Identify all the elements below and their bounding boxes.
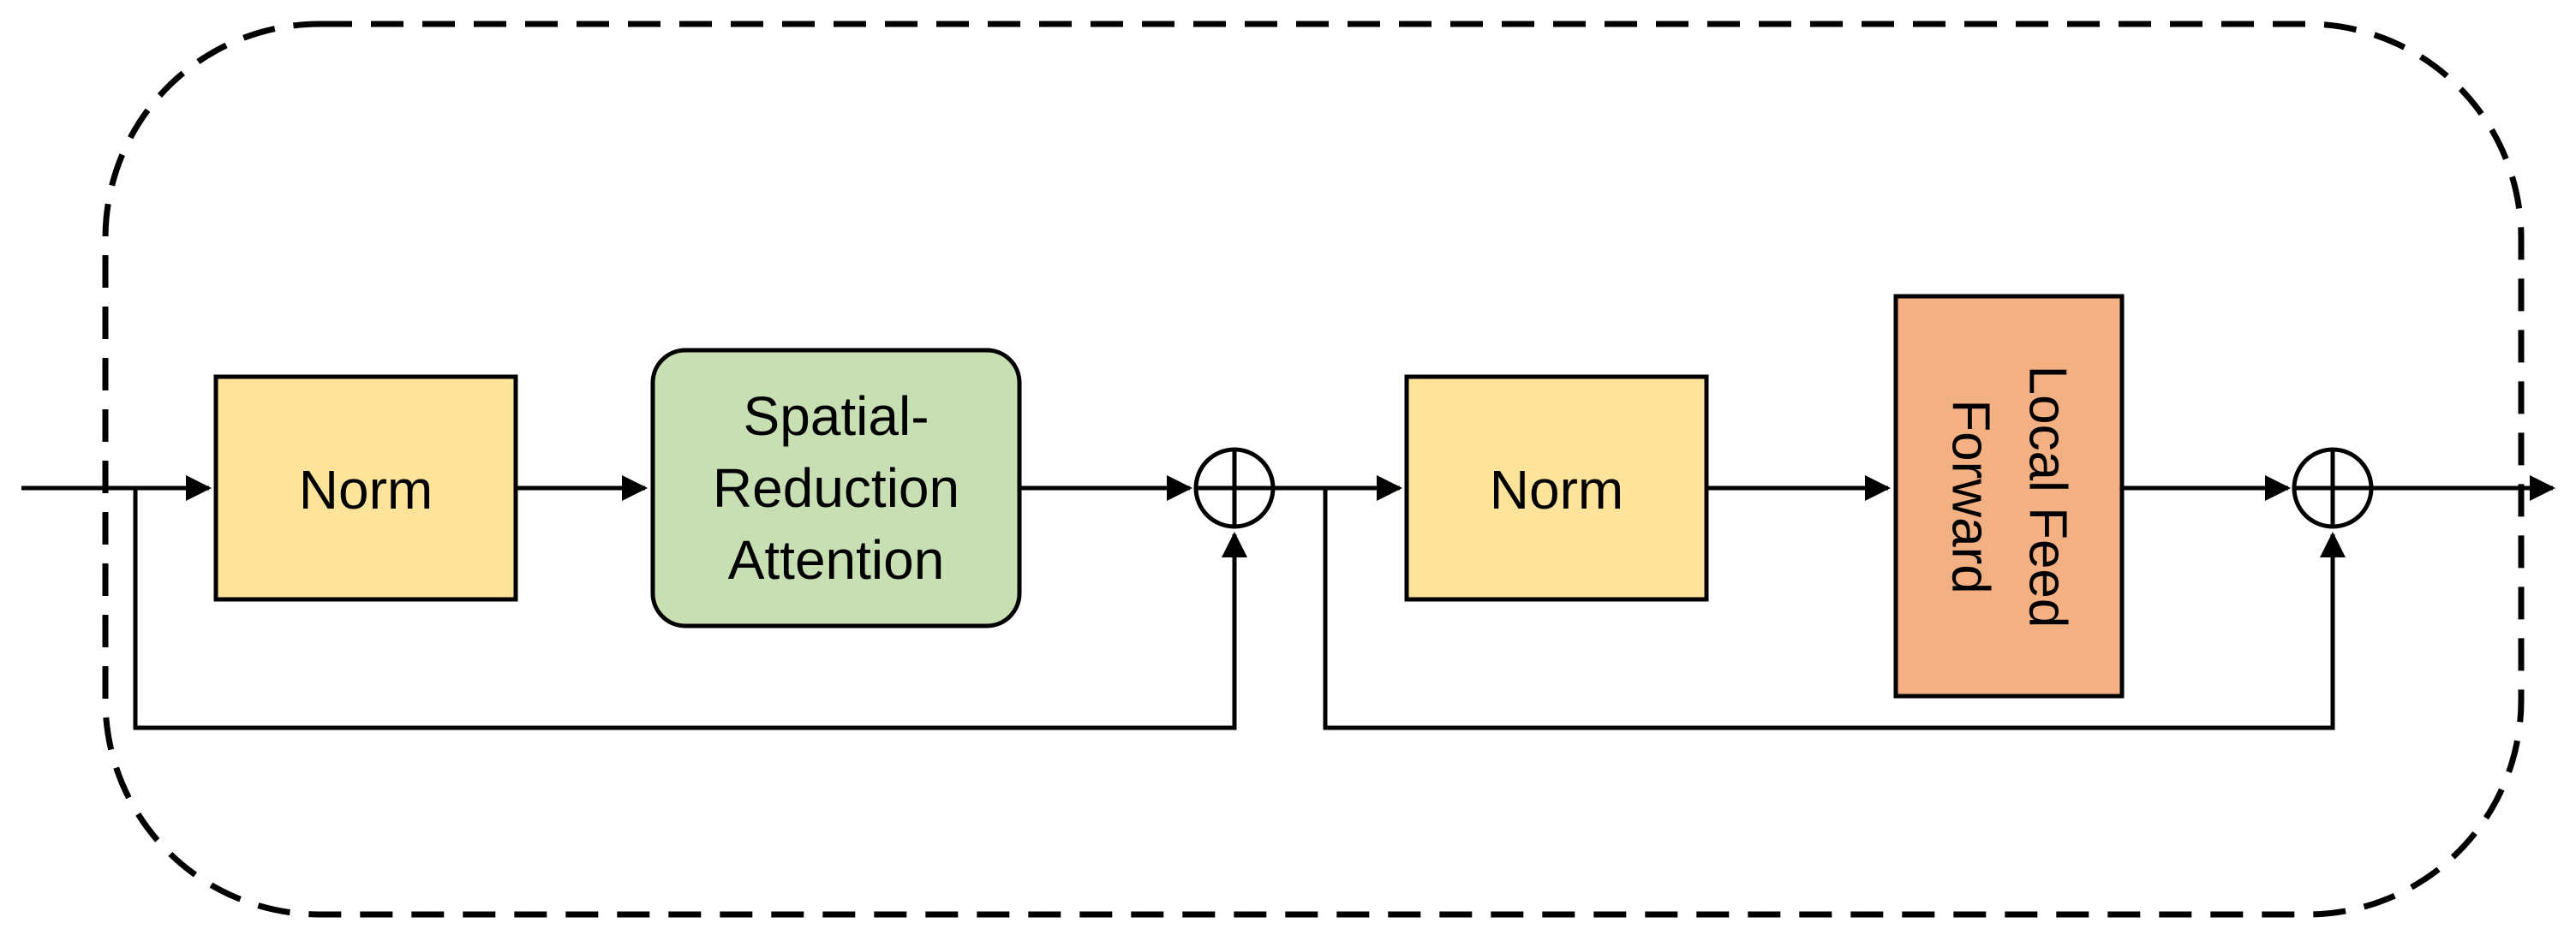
attention-label-line3: Attention [728,529,945,591]
attention-label-line1: Spatial- [744,385,929,447]
dashed-boundary-box [102,21,2525,918]
norm-block-1-label: Norm [299,459,433,521]
residual-skip-connection-2 [1323,488,2346,730]
feedforward-label-line1: Local Feed [2018,366,2077,628]
feedforward-label-line2: Forward [1941,399,2000,593]
norm-block-1 [213,374,518,602]
residual-skip-connection-1 [133,488,1247,730]
attention-label-line2: Reduction [713,457,959,519]
local-feed-forward-label-group: Local Feed Forward [1941,366,2077,628]
add-operator-icon-2 [2292,447,2374,529]
local-feed-forward-block [1893,294,2125,699]
add-operator-icon-1 [1193,447,1276,529]
norm-block-2-label: Norm [1490,459,1623,521]
